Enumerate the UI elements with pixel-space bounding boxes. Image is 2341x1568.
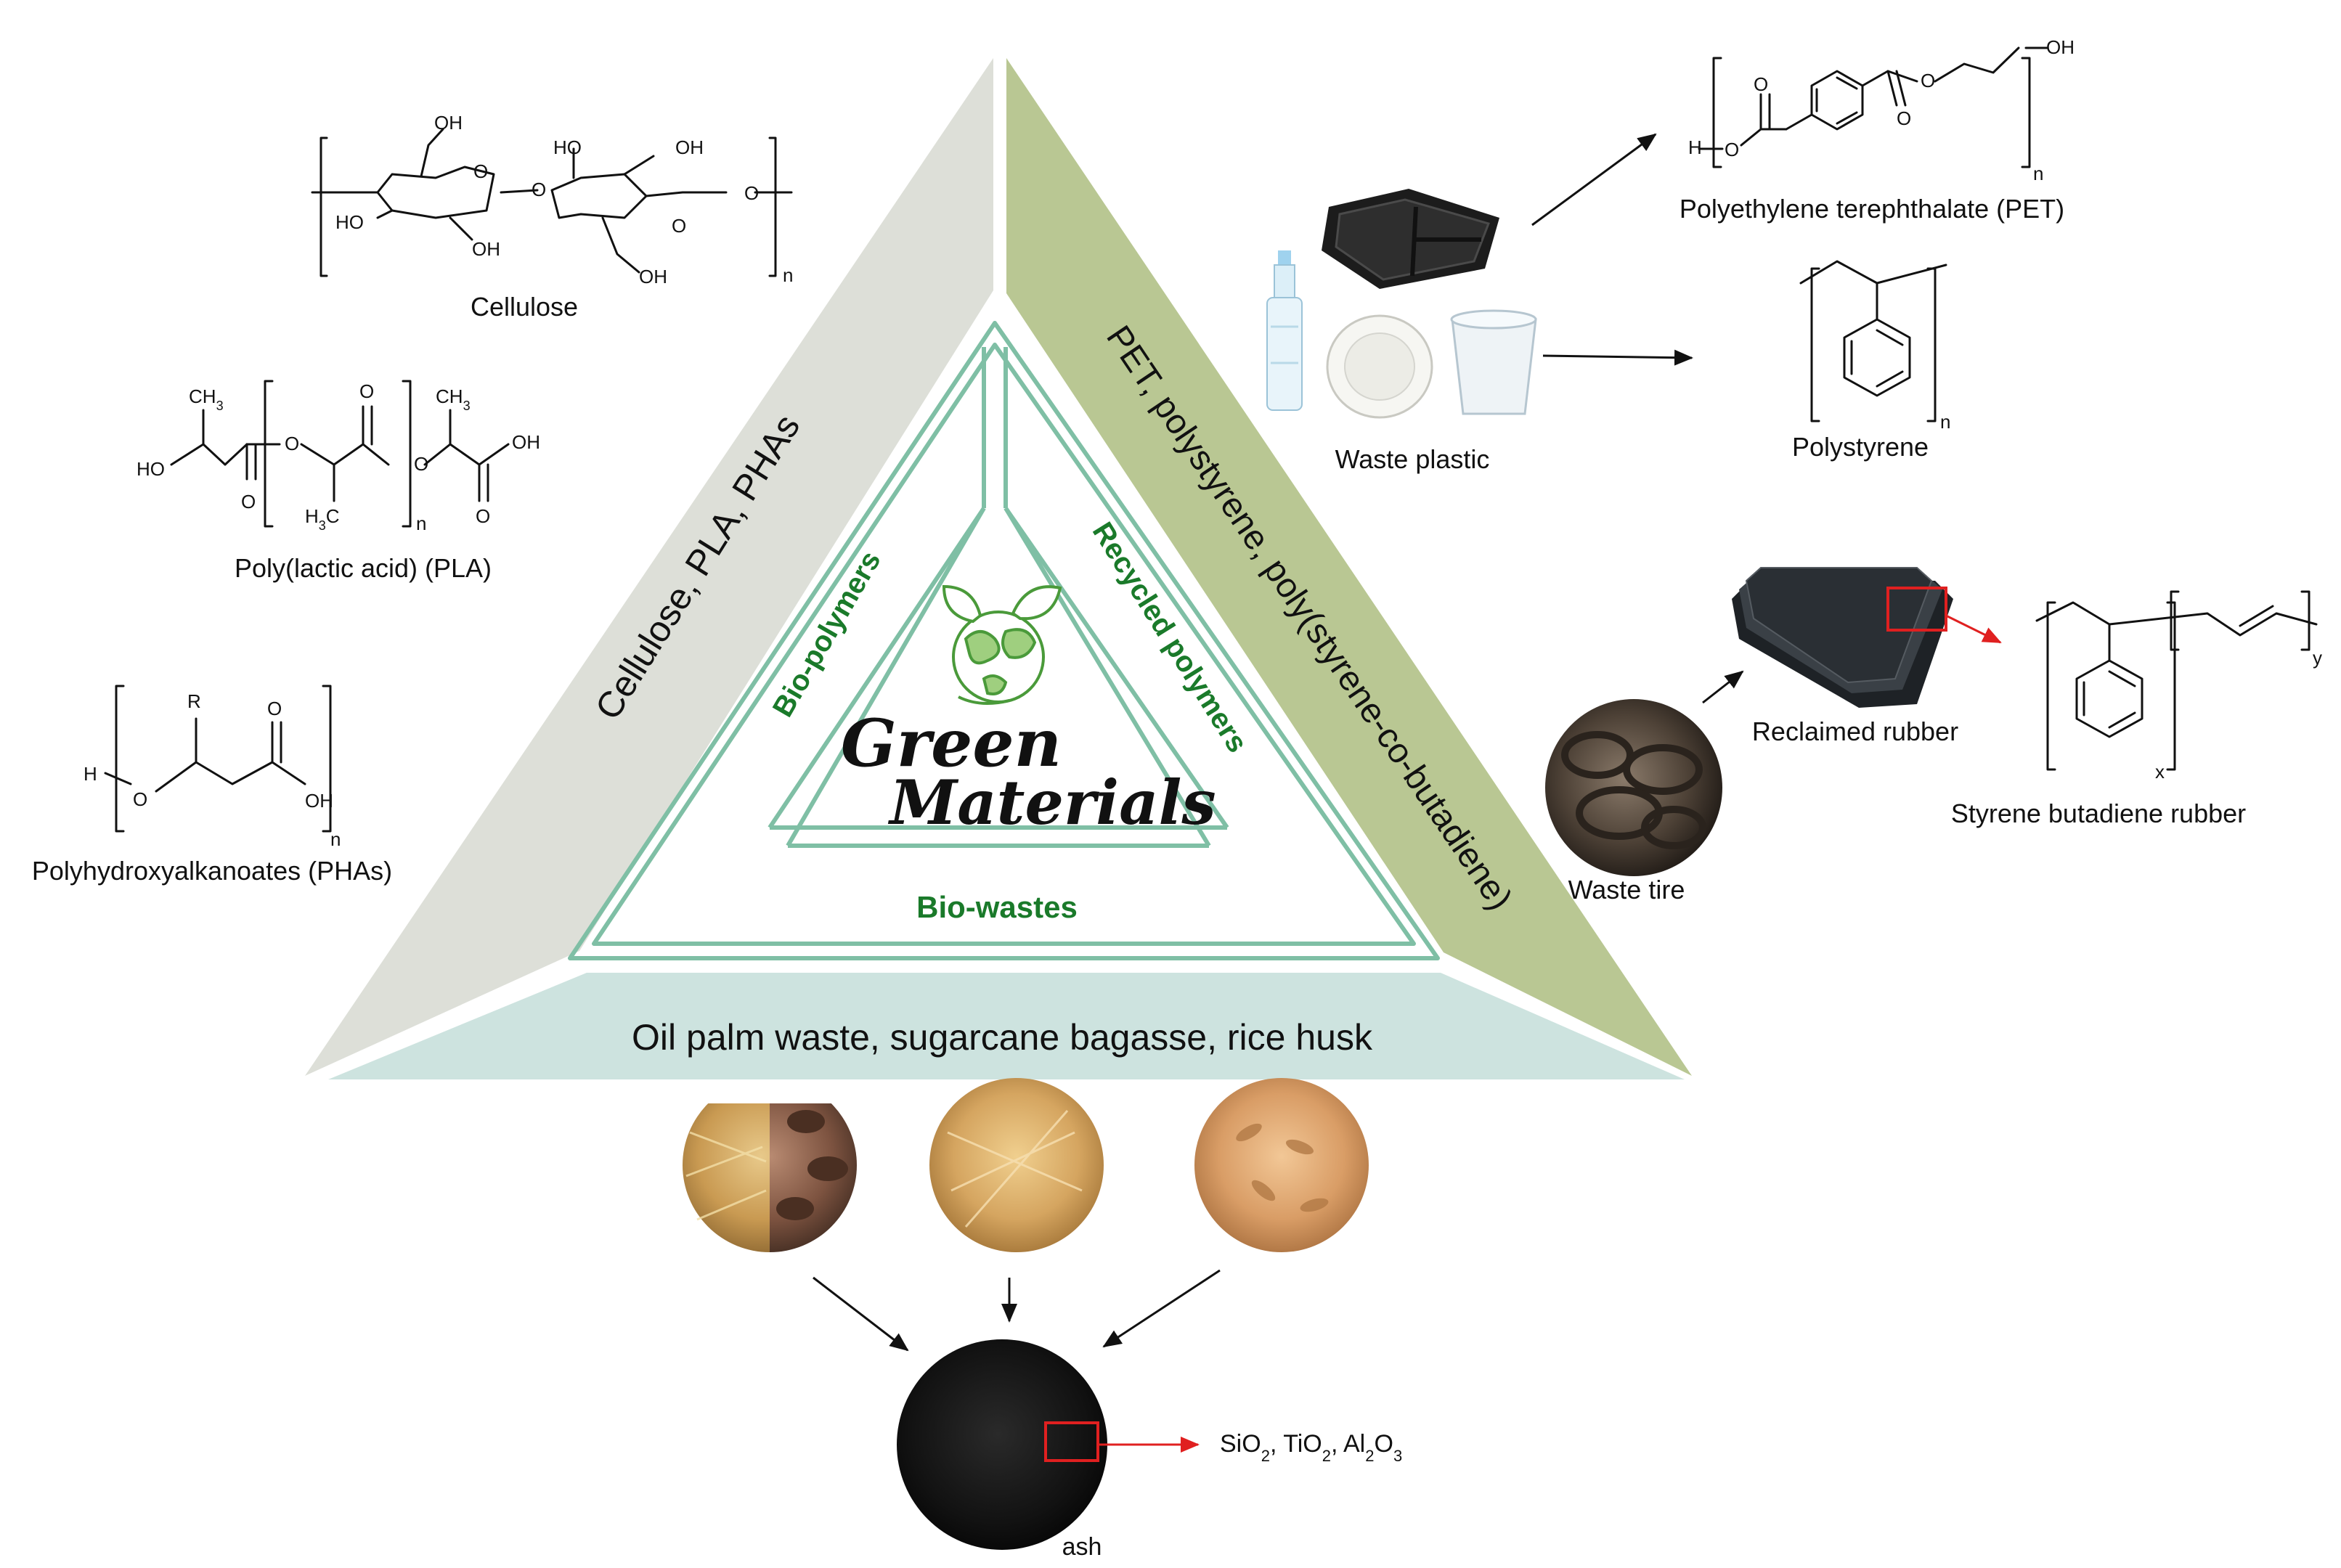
logo-line1: Green	[841, 705, 1062, 782]
waste-tire-image: Waste tire	[1545, 699, 1722, 905]
rubber-highlight-box	[1886, 587, 1947, 632]
phas-r: R	[187, 690, 201, 712]
arrow-rubber-to-sbr	[1945, 614, 2002, 644]
pet-h: H	[1688, 136, 1702, 158]
cellulose-label: Cellulose	[471, 292, 578, 322]
red-arrows	[1098, 614, 2002, 1453]
divider-left-lower	[768, 507, 986, 829]
cellulose-oh-4: OH	[639, 266, 667, 287]
cellulose-oh-1: OH	[434, 112, 463, 134]
cellulose-ho-1: HO	[335, 211, 364, 233]
cellulose-ho-2: HO	[553, 136, 582, 158]
pla-ch3-a: CH3	[189, 385, 224, 413]
cellulose-oh-3: OH	[675, 136, 704, 158]
waste-plastic-image: Waste plastic	[1266, 189, 1537, 474]
cellulose-oh-2: OH	[472, 238, 500, 260]
phas-oh: OH	[305, 790, 333, 812]
phas-subscript: n	[330, 828, 341, 850]
left-band	[305, 58, 993, 1076]
divider-right-lower	[1003, 507, 1229, 829]
divider-left-lower-2	[786, 507, 986, 847]
phas-o-carbonyl: O	[267, 698, 282, 719]
pet-o-4: O	[1897, 107, 1911, 129]
pla-ho: HO	[137, 458, 165, 480]
oil-palm-waste-image	[683, 1103, 857, 1252]
rice-husk-image	[1194, 1078, 1369, 1252]
pla-o-carbonyl-1: O	[241, 491, 256, 513]
divider-right-lower-2	[1003, 507, 1211, 847]
arrow-plastic-to-pet	[1531, 133, 1657, 226]
pla-structure: CH3 HO O O H3C O n O CH3 OH O Poly(lacti…	[137, 380, 540, 583]
water-bottle	[1266, 250, 1303, 411]
arrow-husk-to-ash	[1102, 1269, 1221, 1348]
inner-triangle	[568, 321, 1440, 960]
pla-subscript: n	[416, 513, 426, 534]
reclaimed-rubber-label: Reclaimed rubber	[1752, 716, 1958, 746]
pla-o-carbonyl-2: O	[359, 380, 374, 402]
cellulose-o-link: O	[532, 179, 546, 200]
arrow-plastic-to-polystyrene	[1542, 349, 1693, 366]
polystyrene-label: Polystyrene	[1792, 432, 1929, 462]
ash-highlight-box	[1044, 1421, 1099, 1462]
pet-structure: H O O O O OH n Polyethylene terephthalat…	[1680, 36, 2075, 224]
bottom-band	[328, 973, 1685, 1079]
phas-structure: H O R O OH n Polyhydroxyalkanoates (PHAs…	[32, 685, 392, 886]
category-bio-wastes: Bio-wastes	[916, 890, 1078, 924]
pet-o-2: O	[1754, 73, 1768, 95]
cellulose-subscript: n	[783, 264, 793, 286]
pla-oh: OH	[512, 431, 540, 453]
ash-label: ash	[1062, 1533, 1102, 1561]
sugarcane-bagasse-image	[929, 1078, 1104, 1252]
phas-o-bridge: O	[133, 788, 147, 810]
oxides-label: SiO2, TiO2, Al2O3	[1220, 1430, 1402, 1465]
bottom-band-label: Oil palm waste, sugarcane bagasse, rice …	[632, 1017, 1373, 1058]
logo-line2: Materials	[887, 767, 1216, 838]
sbr-label: Styrene butadiene rubber	[1951, 799, 2246, 828]
pet-label: Polyethylene terephthalate (PET)	[1680, 194, 2064, 224]
pet-oh: OH	[2046, 36, 2075, 58]
polystyrene-subscript: n	[1940, 411, 1950, 433]
inner-triangle-inner-outline	[592, 343, 1416, 946]
foam-plate	[1326, 314, 1433, 419]
phas-h: H	[84, 763, 97, 785]
pla-ch3-b: CH3	[436, 385, 471, 413]
pet-o-1: O	[1725, 139, 1739, 160]
pla-o-bridge-2: O	[414, 453, 428, 475]
cellulose-o-ring-1: O	[473, 160, 488, 182]
pet-o-3: O	[1921, 70, 1935, 91]
outer-triangle	[305, 58, 1692, 1079]
right-band	[1006, 58, 1692, 1076]
arrow-tire-to-rubber	[1702, 670, 1744, 704]
sbr-structure: x y Styrene butadiene rubber	[1951, 590, 2322, 828]
plastic-cup	[1450, 309, 1537, 415]
sbr-subscript-x: x	[2155, 761, 2165, 783]
pla-label: Poly(lactic acid) (PLA)	[235, 553, 492, 583]
sbr-subscript-y: y	[2313, 647, 2322, 669]
waste-tire-label: Waste tire	[1568, 875, 1685, 905]
waste-plastic-label: Waste plastic	[1335, 444, 1490, 474]
pla-o-carbonyl-3: O	[476, 505, 490, 527]
phas-label: Polyhydroxyalkanoates (PHAs)	[32, 856, 392, 886]
arrows	[813, 133, 1744, 1352]
reclaimed-rubber-image: Reclaimed rubber	[1732, 567, 1958, 746]
inner-triangle-outer-outline	[568, 321, 1440, 960]
arrow-oil-palm-to-ash	[813, 1276, 909, 1352]
polystyrene-structure: n Polystyrene	[1792, 260, 1950, 462]
pet-subscript: n	[2033, 163, 2043, 184]
cellulose-o-end: O	[744, 182, 759, 204]
black-tray	[1322, 189, 1499, 289]
pla-h3c: H3C	[305, 505, 340, 533]
cellulose-structure: OH HO OH O O HO OH O OH O n Cellulose	[311, 112, 793, 322]
ash-image: ash	[897, 1339, 1107, 1561]
cellulose-o-ring-2: O	[672, 215, 686, 237]
globe-leaves-icon	[942, 584, 1062, 705]
pla-o-bridge-1: O	[285, 433, 299, 454]
